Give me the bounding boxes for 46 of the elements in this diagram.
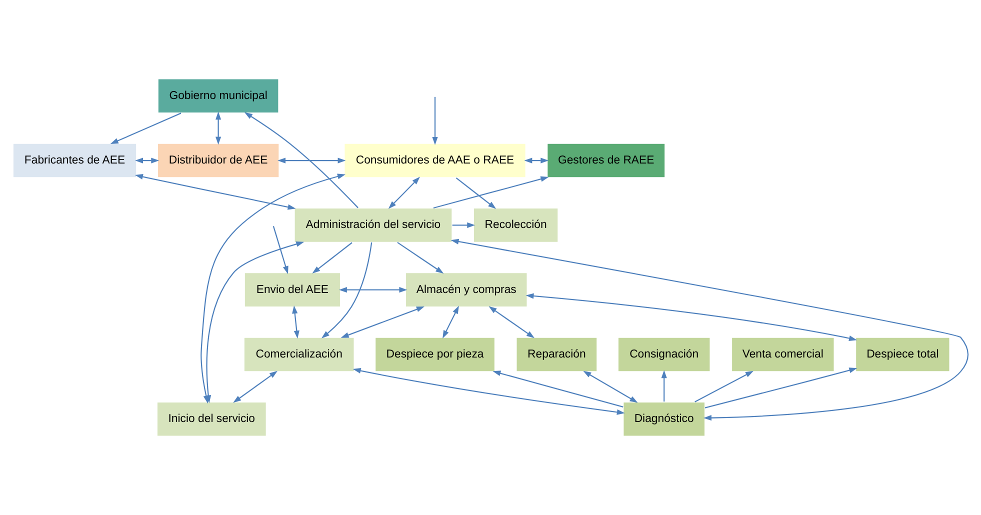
arrow xyxy=(488,306,535,338)
node-box: Administración del servicio xyxy=(294,208,453,243)
arrow xyxy=(134,174,296,210)
arrow xyxy=(244,112,358,208)
node-box: Gobierno municipal xyxy=(157,78,280,114)
node-box: Gestores de RAEE xyxy=(546,142,666,178)
arrow xyxy=(321,242,372,338)
arrow xyxy=(233,370,278,403)
node-box: Envio del AEE xyxy=(244,272,341,308)
arrow xyxy=(110,112,182,144)
arrow xyxy=(450,238,968,421)
arrow xyxy=(442,306,459,338)
arrow xyxy=(452,222,476,228)
arrow xyxy=(694,370,754,402)
arrow xyxy=(583,370,638,403)
node-box: Venta comercial xyxy=(731,336,835,372)
arrow xyxy=(312,242,352,274)
node-box: Comercialización xyxy=(244,336,355,372)
node-box: Almacén y compras xyxy=(405,272,528,308)
arrow xyxy=(526,293,858,342)
node-box: Inicio del servicio xyxy=(156,402,267,437)
arrow xyxy=(492,370,624,408)
arrow xyxy=(340,306,424,338)
arrow xyxy=(704,368,858,408)
node-box: Recolección xyxy=(473,208,559,243)
arrow xyxy=(352,368,625,415)
node-box: Fabricantes de AEE xyxy=(12,142,138,178)
node-box: Reparación xyxy=(516,336,598,372)
arrow xyxy=(272,226,288,274)
arrow xyxy=(397,242,444,274)
arrow xyxy=(432,96,438,145)
arrow xyxy=(338,287,408,293)
node-box: Despiece por pieza xyxy=(374,336,496,372)
arrow xyxy=(456,178,496,209)
arrow xyxy=(292,306,300,339)
node-box: Despiece total xyxy=(855,336,950,372)
arrow xyxy=(433,176,549,209)
arrow xyxy=(206,241,304,404)
node-box: Consignación xyxy=(618,336,711,372)
node-box: Distribuidor de AEE xyxy=(157,142,280,178)
arrow xyxy=(388,176,420,209)
node-box: Diagnóstico xyxy=(622,402,706,437)
arrow xyxy=(216,112,222,145)
arrow xyxy=(278,158,346,164)
node-box: Consumidores de AAE o RAEE xyxy=(344,142,526,178)
arrow xyxy=(661,370,667,402)
